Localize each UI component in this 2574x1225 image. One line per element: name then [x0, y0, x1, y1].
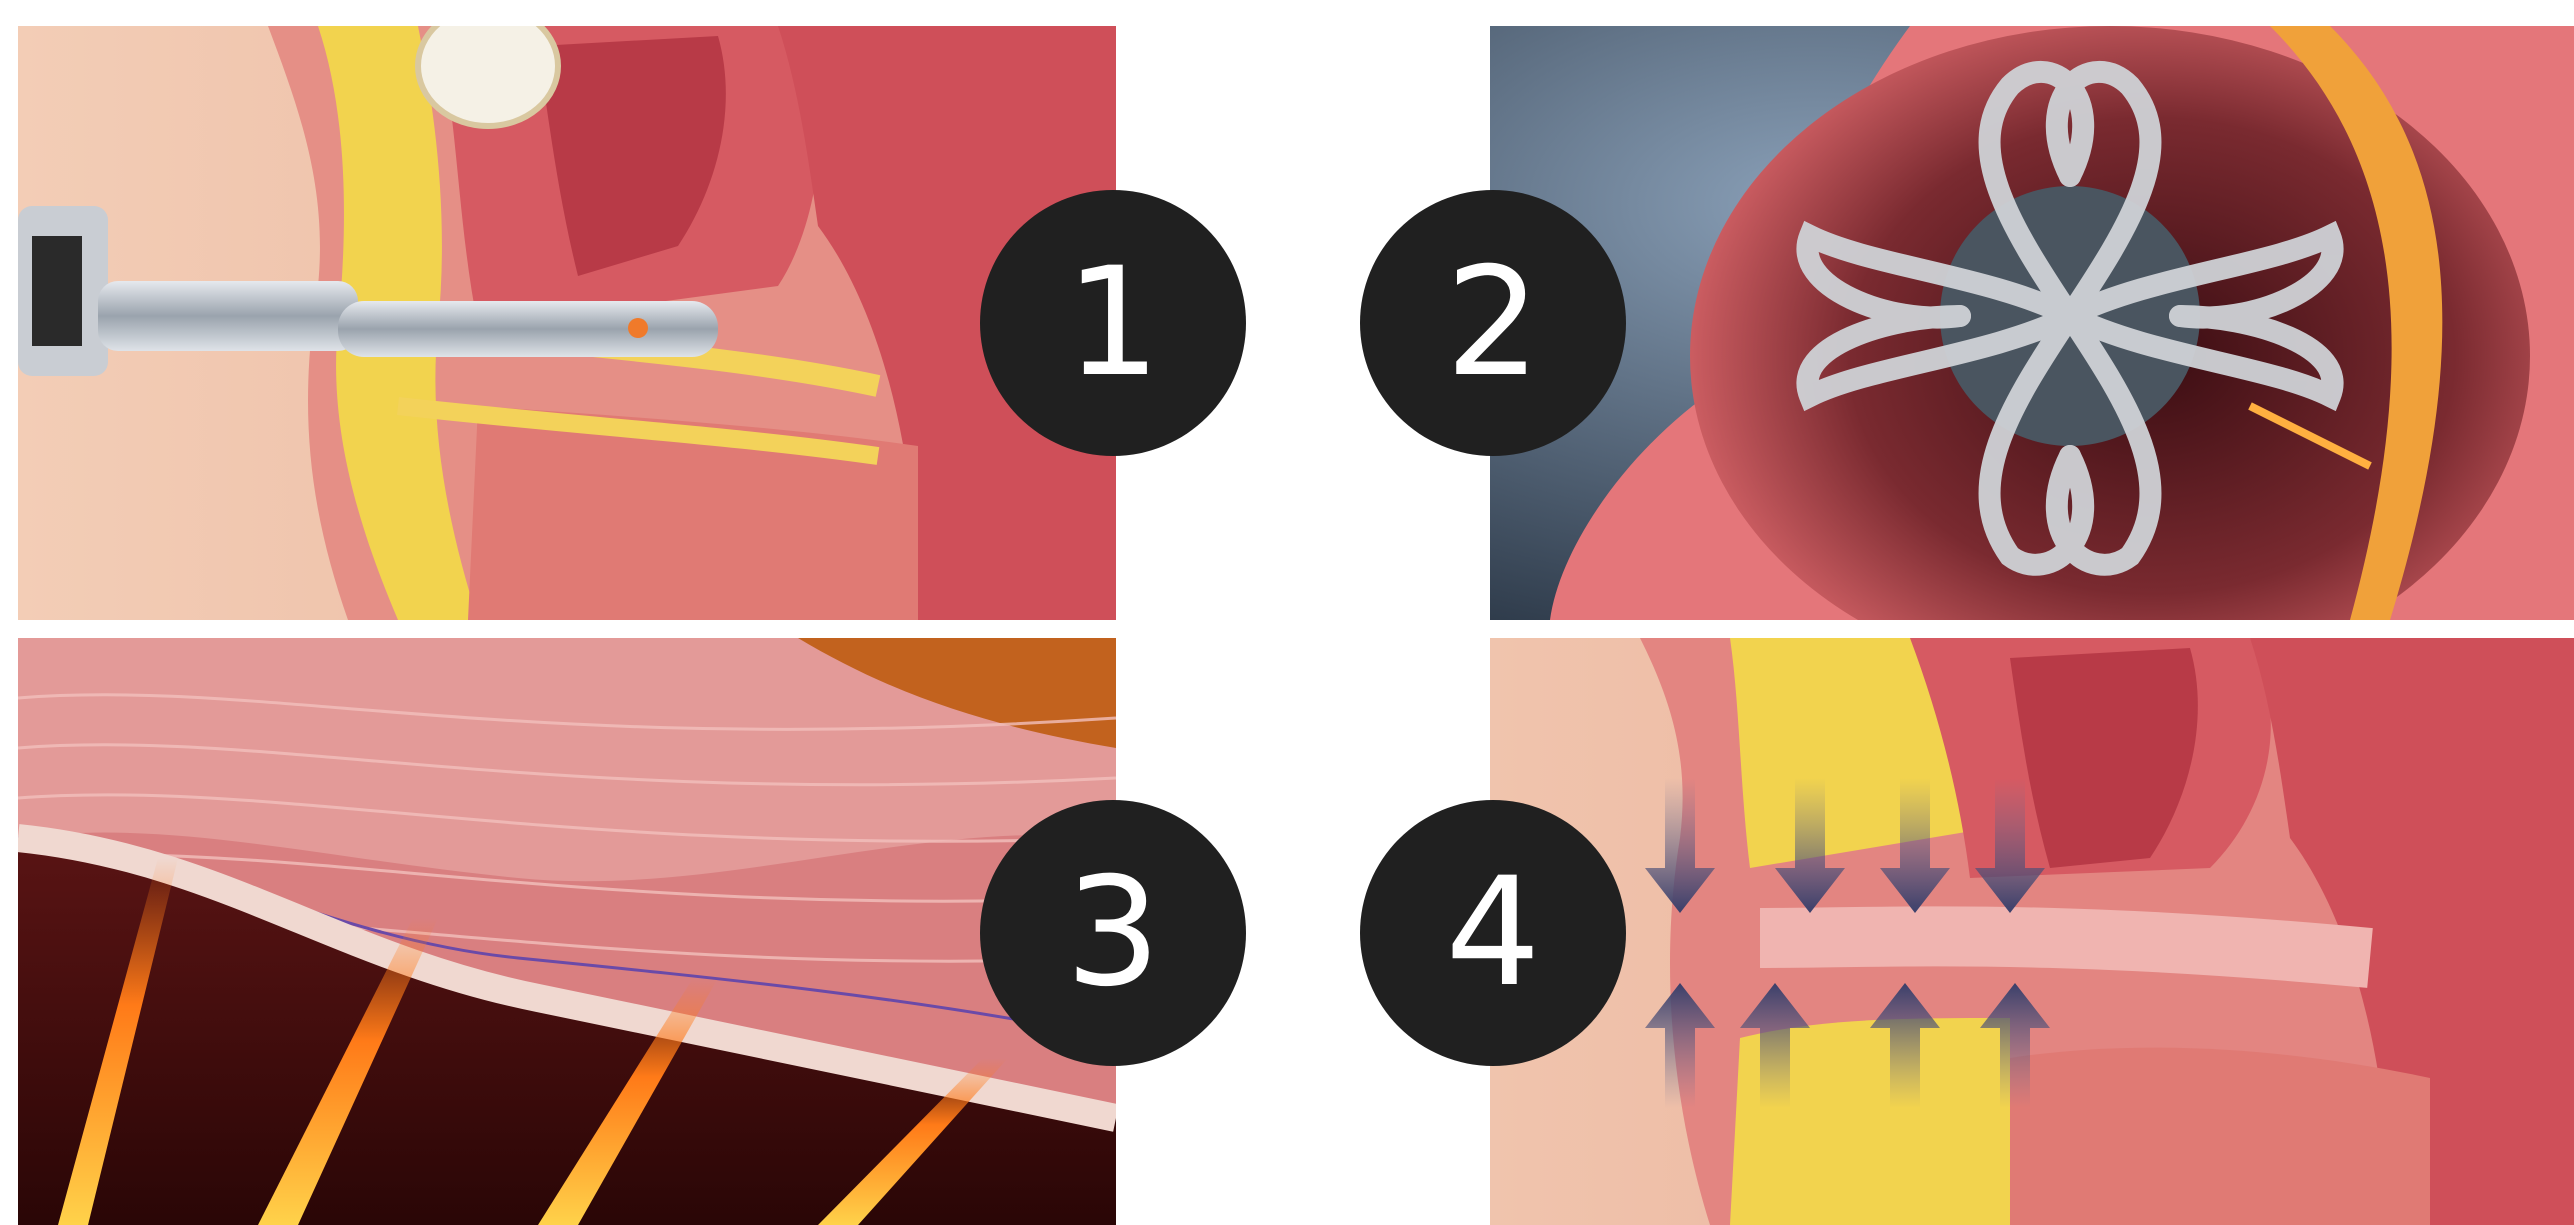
illustration-probe-insertion [18, 26, 1116, 620]
probe-insertion-image [18, 26, 1116, 620]
tissue-tightening-image [1490, 638, 2574, 1225]
illustration-tissue-heating [18, 638, 1116, 1225]
illustration-tissue-tightening [1490, 638, 2574, 1225]
step-number: 1 [1065, 248, 1160, 398]
step-badge-4: 4 [1360, 800, 1626, 1066]
coil-device-image [1490, 26, 2574, 620]
step-number: 2 [1445, 248, 1540, 398]
step-number: 4 [1445, 858, 1540, 1008]
tissue-heating-image [18, 638, 1116, 1225]
step-badge-2: 2 [1360, 190, 1626, 456]
illustration-coil-device [1490, 26, 2574, 620]
step-number: 3 [1065, 858, 1160, 1008]
step-badge-1: 1 [980, 190, 1246, 456]
step-badge-3: 3 [980, 800, 1246, 1066]
